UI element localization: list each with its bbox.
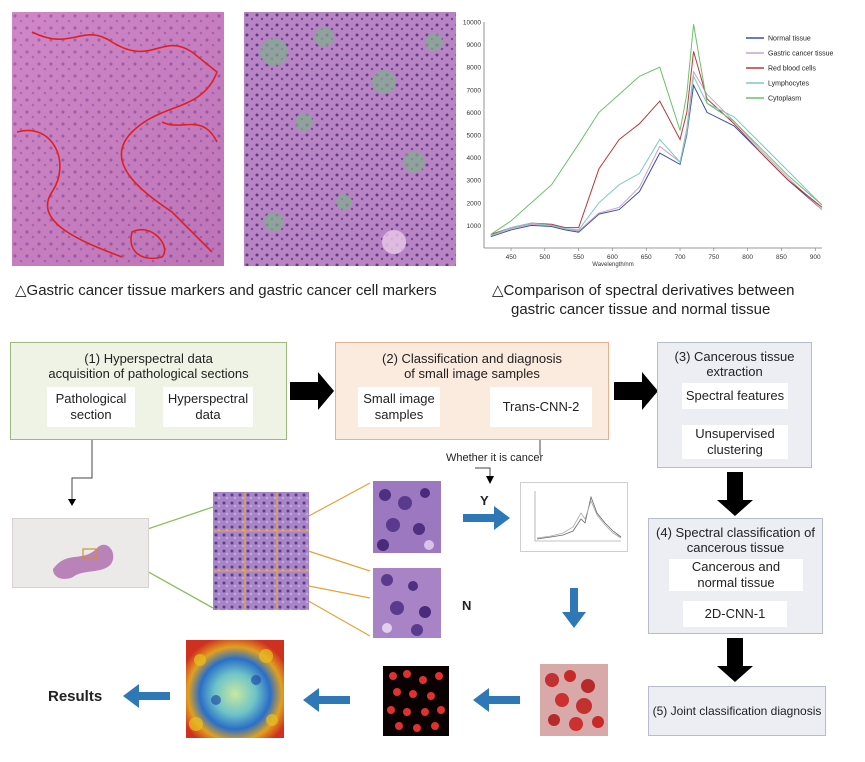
x-tick-label: 800 bbox=[742, 254, 753, 261]
spectrum-thumbnail bbox=[520, 482, 628, 552]
classification-heatmap bbox=[186, 640, 284, 738]
stage-1-box: (1) Hyperspectral data acquisition of pa… bbox=[10, 342, 287, 440]
small-patch-bottom bbox=[373, 568, 441, 638]
caption-left: △Gastric cancer tissue markers and gastr… bbox=[15, 282, 437, 299]
no-label: N bbox=[462, 598, 472, 613]
legend-label: Normal tissue bbox=[768, 36, 811, 43]
stage-3-box: (3) Cancerous tissue extraction Spectral… bbox=[657, 342, 812, 468]
slide-art bbox=[53, 544, 114, 579]
cell-marker-image-art bbox=[244, 12, 456, 266]
red-stained-art bbox=[540, 664, 608, 736]
x-tick-label: 600 bbox=[607, 254, 618, 261]
x-tick-label: 650 bbox=[641, 254, 652, 261]
patch-top-art bbox=[373, 481, 441, 553]
trans-cnn-2-box: Trans-CNN-2 bbox=[490, 387, 592, 427]
pathology-slide-image bbox=[12, 518, 149, 588]
small-image-samples-line1: Small image bbox=[363, 391, 435, 406]
2d-cnn-1-box: 2D-CNN-1 bbox=[683, 601, 787, 627]
stage-2-title-line1: (2) Classification and diagnosis bbox=[382, 351, 562, 366]
hyperspectral-data-line2: data bbox=[195, 407, 221, 422]
x-tick-label: 750 bbox=[708, 254, 719, 261]
legend-label: Gastric cancer tissue bbox=[768, 51, 833, 58]
series-line bbox=[490, 51, 823, 235]
cancerous-normal-line2: normal tissue bbox=[697, 575, 775, 590]
segmented-cells-image bbox=[383, 666, 449, 736]
hyperspectral-data-box: Hyperspectral data bbox=[163, 387, 253, 427]
y-tick-label: 8000 bbox=[467, 65, 482, 72]
caption-right-line2: gastric cancer tissue and normal tissue bbox=[511, 301, 771, 318]
stage-3-title-line1: (3) Cancerous tissue bbox=[674, 349, 795, 364]
x-tick-label: 900 bbox=[810, 254, 821, 261]
chart-canvas: 1000 2000 3000 4000 5000 6000 7000 8000 9000 1000… bbox=[463, 20, 834, 269]
stage-4-box: (4) Spectral classification of cancerous… bbox=[648, 518, 823, 634]
cancerous-normal-line1: Cancerous and bbox=[691, 559, 781, 574]
unsupervised-clustering-line2: clustering bbox=[707, 442, 763, 457]
trans-cnn-2-label: Trans-CNN-2 bbox=[502, 399, 580, 414]
stage-4-title-line1: (4) Spectral classification of bbox=[656, 525, 815, 540]
x-tick-label: 550 bbox=[573, 254, 584, 261]
small-patch-top bbox=[373, 481, 441, 553]
y-tick-label: 6000 bbox=[467, 110, 482, 117]
tissue-marker-image-art bbox=[12, 12, 224, 266]
series-line bbox=[490, 83, 823, 238]
small-image-samples-box: Small image samples bbox=[358, 387, 440, 427]
spectral-features-box: Spectral features bbox=[682, 383, 788, 409]
patch-bottom-art bbox=[373, 568, 441, 638]
y-tick-label: 7000 bbox=[467, 87, 482, 94]
stage-5-label: (5) Joint classification diagnosis bbox=[652, 704, 822, 718]
stage-3-title-line2: extraction bbox=[706, 364, 763, 379]
stage-5-box: (5) Joint classification diagnosis bbox=[648, 686, 826, 736]
series-line bbox=[490, 74, 823, 237]
heatmap-art bbox=[186, 640, 284, 738]
stage-1-title-line2: acquisition of pathological sections bbox=[48, 366, 249, 381]
pathological-section-line2: section bbox=[70, 407, 112, 422]
tissue-grid-art bbox=[213, 492, 309, 610]
tissue-patch-grid bbox=[213, 492, 309, 610]
segmented-cells-art bbox=[387, 670, 445, 732]
red-stained-image bbox=[540, 664, 608, 736]
unsupervised-clustering-line1: Unsupervised bbox=[695, 426, 775, 441]
legend-label: Red blood cells bbox=[768, 66, 816, 73]
x-tick-label: 850 bbox=[776, 254, 787, 261]
caption-right-line1: △Comparison of spectral derivatives betw… bbox=[492, 282, 795, 299]
gastric-cell-marker-image bbox=[244, 12, 456, 266]
unsupervised-clustering-box: Unsupervised clustering bbox=[682, 425, 788, 459]
y-tick-label: 3000 bbox=[467, 178, 482, 185]
gastric-tissue-marker-image bbox=[12, 12, 224, 266]
stage-4-title-line2: cancerous tissue bbox=[686, 540, 785, 555]
cancerous-normal-tissue-box: Cancerous and normal tissue bbox=[669, 559, 803, 591]
x-tick-label: 450 bbox=[506, 254, 517, 261]
stage-1-title-line1: (1) Hyperspectral data bbox=[84, 351, 213, 366]
legend-label: Cytoplasm bbox=[768, 96, 801, 103]
pathological-section-line1: Pathological bbox=[55, 391, 127, 406]
stage-2-title-line2: of small image samples bbox=[404, 366, 540, 381]
y-tick-label: 10000 bbox=[463, 20, 481, 27]
y-tick-label: 9000 bbox=[467, 42, 482, 49]
series-line bbox=[490, 24, 823, 235]
2d-cnn-1-label: 2D-CNN-1 bbox=[704, 606, 766, 621]
x-axis-label: Wavelength/nm bbox=[592, 262, 633, 268]
legend-label: Lymphocytes bbox=[768, 81, 809, 88]
yes-label: Y bbox=[480, 493, 489, 508]
decision-label: Whether it is cancer bbox=[446, 452, 544, 464]
spectrum-thumbnail-art bbox=[534, 491, 622, 542]
hyperspectral-data-line1: Hyperspectral bbox=[167, 391, 249, 406]
stage-2-box: (2) Classification and diagnosis of smal… bbox=[335, 342, 609, 440]
y-tick-label: 4000 bbox=[467, 155, 482, 162]
x-tick-label: 500 bbox=[539, 254, 550, 261]
y-tick-label: 5000 bbox=[467, 133, 482, 140]
results-label: Results bbox=[48, 688, 103, 705]
y-tick-label: 2000 bbox=[467, 200, 482, 207]
spectral-features-label: Spectral features bbox=[685, 388, 785, 403]
x-tick-label: 700 bbox=[675, 254, 686, 261]
small-image-samples-line2: samples bbox=[374, 407, 424, 422]
pathological-section-box: Pathological section bbox=[47, 387, 135, 427]
y-tick-label: 1000 bbox=[467, 223, 482, 230]
spectral-derivative-chart: 1000 2000 3000 4000 5000 6000 7000 8000 9000 1000… bbox=[460, 10, 860, 275]
